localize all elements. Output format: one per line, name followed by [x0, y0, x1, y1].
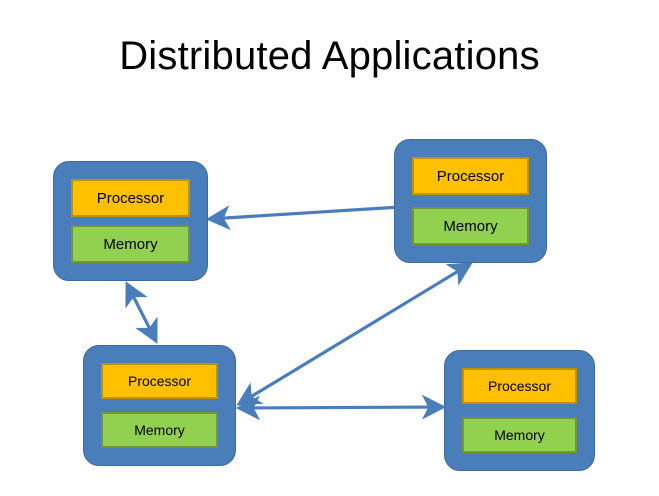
node-top-left-memory: Memory: [71, 225, 190, 263]
node-bottom-right-processor: Processor: [462, 368, 577, 404]
node-bottom-right-memory: Memory: [462, 417, 577, 453]
node-bottom-right[interactable]: Processor Memory: [444, 350, 595, 471]
node-top-right-memory: Memory: [412, 207, 529, 245]
arrow-top-left-to-bottom-left: [125, 281, 158, 344]
page-title: Distributed Applications: [119, 34, 540, 78]
node-top-right[interactable]: Processor Memory: [394, 139, 547, 263]
arrow-bottom-left-to-top-right: [236, 262, 473, 406]
node-top-left[interactable]: Processor Memory: [53, 161, 208, 281]
node-bottom-left-inner: Processor Memory: [101, 363, 218, 448]
node-bottom-left[interactable]: Processor Memory: [83, 345, 236, 466]
node-top-right-processor: Processor: [412, 157, 529, 195]
node-bottom-left-memory: Memory: [101, 412, 218, 448]
node-top-left-processor: Processor: [71, 179, 190, 217]
node-bottom-left-processor: Processor: [101, 363, 218, 399]
node-bottom-right-inner: Processor Memory: [462, 368, 577, 453]
arrow-bottom-left-to-bottom-right: [235, 394, 447, 421]
node-top-left-inner: Processor Memory: [71, 179, 190, 263]
node-top-right-inner: Processor Memory: [412, 157, 529, 245]
